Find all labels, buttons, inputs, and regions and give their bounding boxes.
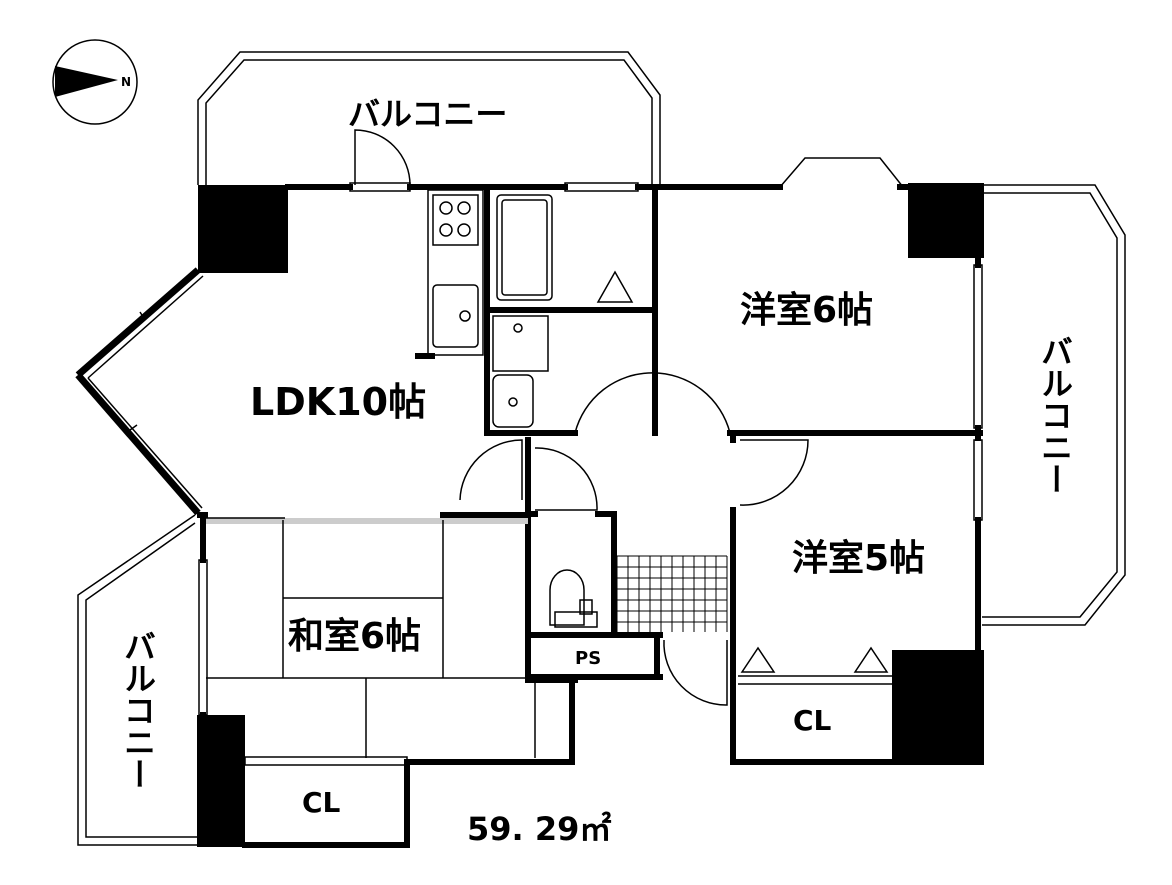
closet-label-japanese: CL — [302, 786, 341, 819]
compass-north-label: N — [121, 75, 131, 89]
room-label-western-6: 洋室6帖 — [740, 290, 873, 331]
room-label-ldk: LDK10帖 — [250, 380, 426, 424]
kitchen — [427, 189, 484, 356]
closet-label-western: CL — [793, 704, 832, 737]
balcony-left — [77, 514, 200, 846]
balcony-label-top: バルコニー — [348, 95, 507, 133]
balcony-label-left: バルコニー — [119, 630, 157, 790]
toilet — [549, 569, 598, 628]
compass-icon: N — [52, 39, 138, 125]
windows — [198, 157, 983, 766]
balcony-right — [982, 184, 1126, 626]
walls — [197, 184, 983, 848]
bay-window-ldk — [75, 267, 204, 516]
ps-label: PS — [575, 648, 601, 669]
floor-area: 59. 29㎡ — [467, 810, 611, 848]
tatami — [206, 517, 536, 758]
columns — [197, 183, 984, 847]
bathroom — [492, 194, 634, 428]
balcony-label-right: バルコニー — [1036, 335, 1074, 495]
entrance-tiles — [616, 555, 728, 632]
room-label-western-5: 洋室5帖 — [792, 538, 925, 579]
closet-fixtures — [738, 646, 892, 685]
room-label-japanese: 和室6帖 — [288, 616, 421, 657]
balcony-top — [197, 51, 661, 185]
doors — [354, 129, 809, 706]
